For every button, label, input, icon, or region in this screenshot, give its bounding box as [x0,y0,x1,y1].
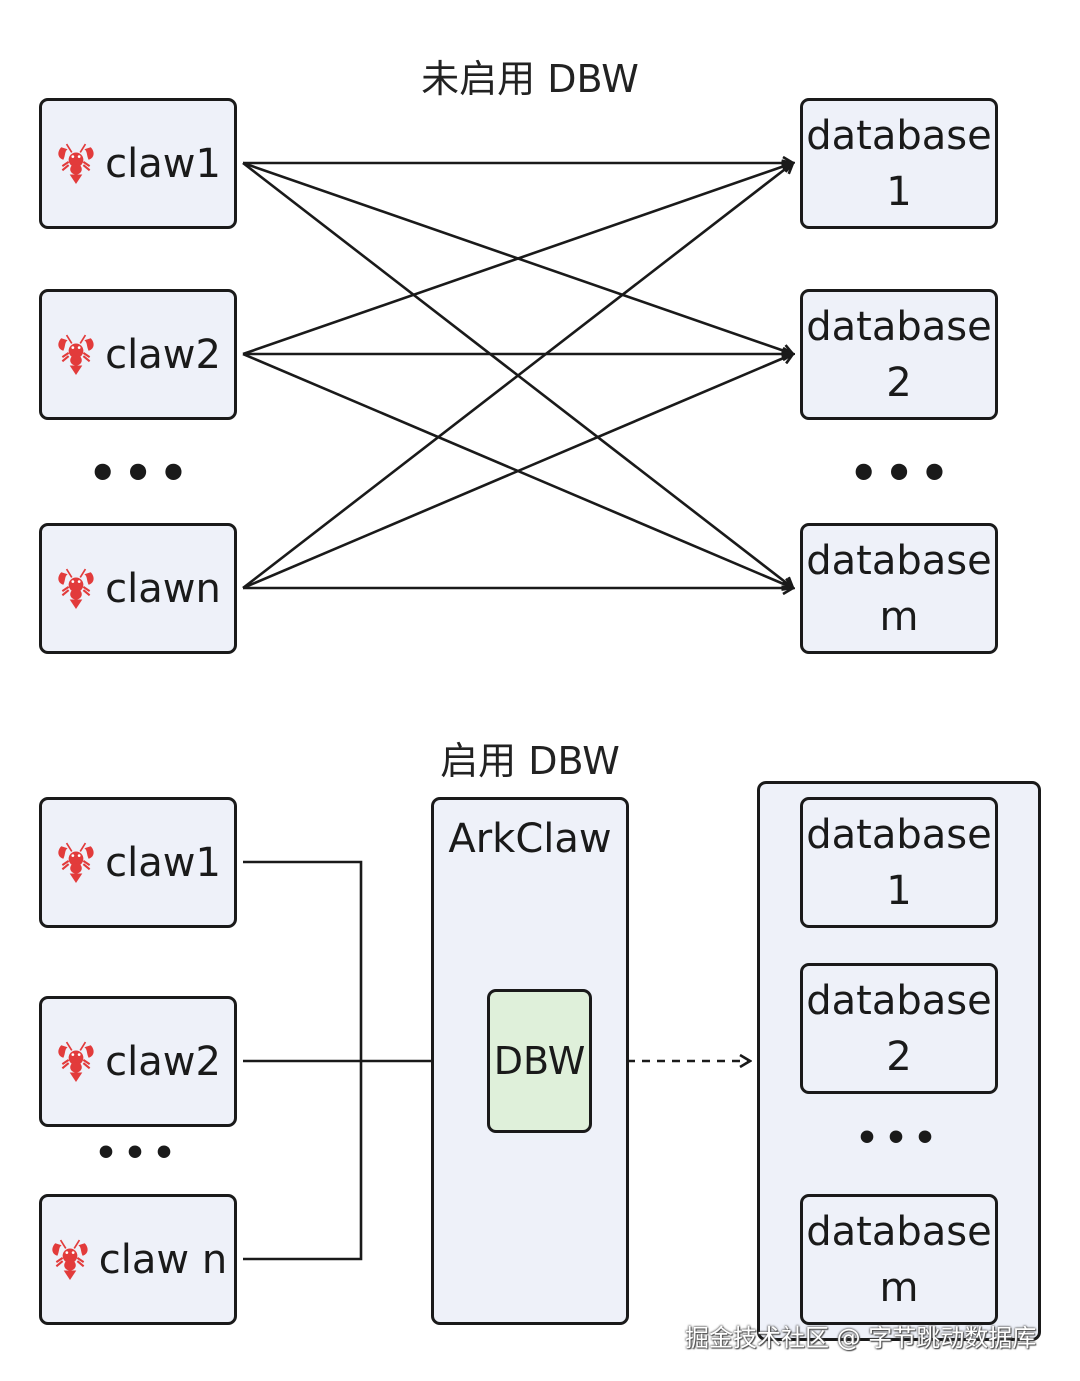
claw-label: claw1 [105,839,221,886]
database-label: database [806,112,992,159]
database-index: 2 [886,359,912,406]
top-database-m-node: database m [800,523,998,654]
top-right-ellipsis: ••• [849,446,956,500]
database-label: database [806,1208,992,1255]
top-claw1-node: claw1 [39,98,237,229]
claw-label: claw2 [105,331,221,378]
database-index: m [879,593,919,640]
bottom-database-2-node: database 2 [800,963,998,1094]
lobster-icon [55,143,97,185]
bottom-right-ellipsis: ••• [855,1118,943,1159]
top-database-2-node: database 2 [800,289,998,420]
top-database-1-node: database 1 [800,98,998,229]
database-label: database [806,537,992,584]
database-index: 1 [886,867,912,914]
claw-label: claw1 [105,140,221,187]
top-claw2-node: claw2 [39,289,237,420]
database-label: database [806,977,992,1024]
database-index: 2 [886,1033,912,1080]
bottom-claw1-node: claw1 [39,797,237,928]
bottom-database-1-node: database 1 [800,797,998,928]
bottom-section-title: 启用 DBW [440,739,620,783]
watermark: 掘金技术社区 @ 字节跳动数据库 [685,1324,1037,1352]
connector-claw1 [243,860,363,1061]
arkclaw-title: ArkClaw [448,816,612,862]
claw-label: claw n [98,1236,228,1283]
arrow-clawn-db1 [242,163,793,590]
database-index: m [879,1264,919,1311]
database-index: 1 [886,168,912,215]
arrow-claw2-db1 [242,163,793,356]
bottom-database-m-node: database m [800,1194,998,1325]
arkclaw-container: ArkClaw [431,797,629,1325]
lobster-icon [55,334,97,376]
bottom-claw2-node: claw2 [39,996,237,1127]
bottom-left-ellipsis: ••• [94,1133,182,1174]
lobster-icon [55,842,97,884]
claw-label: clawn [105,565,221,612]
claw-label: claw2 [105,1038,221,1085]
lobster-icon [49,1239,91,1281]
connector-clawn [243,1061,363,1261]
top-section-title: 未启用 DBW [421,57,639,101]
top-left-ellipsis: ••• [88,446,195,500]
top-clawn-node: clawn [39,523,237,654]
database-label: database [806,303,992,350]
lobster-icon [55,568,97,610]
database-label: database [806,811,992,858]
lobster-icon [55,1041,97,1083]
arrow-clawn-db2 [242,354,793,590]
dbw-node: DBW [487,989,592,1133]
bottom-clawn-node: claw n [39,1194,237,1325]
